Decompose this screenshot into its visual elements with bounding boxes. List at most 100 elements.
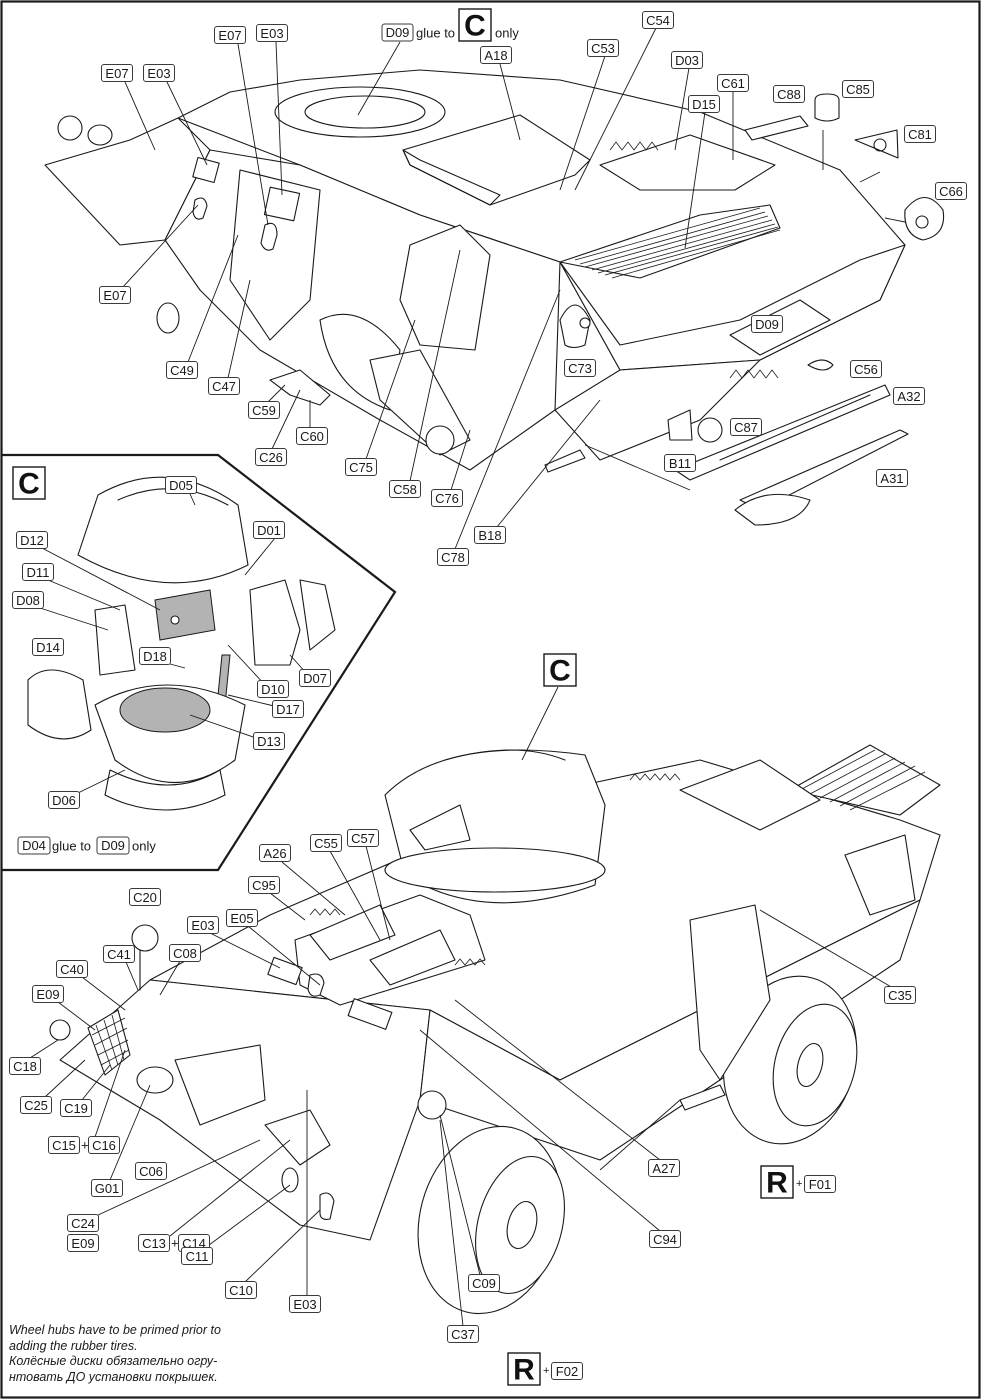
part-callout-label: C08 [173, 946, 197, 961]
part-callout-label: C18 [13, 1059, 37, 1074]
side-hatch [399, 224, 491, 351]
part-callout-c88: C88 [773, 85, 805, 103]
part-callout-c08: C08 [169, 944, 201, 962]
part-callout-label: C13 [142, 1236, 166, 1251]
part-callout-label: C95 [252, 878, 276, 893]
part-callout-e07: E07 [214, 26, 246, 44]
part-callout-label: G01 [95, 1181, 120, 1196]
spring-bottom-rear [629, 773, 681, 781]
part-callout-label: C60 [300, 429, 324, 444]
part-c56 [807, 359, 834, 371]
part-callout-c35: C35 [884, 986, 916, 1004]
note-line-en-1: Wheel hubs have to be primed prior to [9, 1323, 221, 1337]
part-callout-c57: C57 [347, 829, 379, 847]
turret-base-ring [384, 847, 606, 893]
bottom-leader-lines [29, 845, 894, 1327]
part-callout-c47: C47 [208, 377, 240, 395]
driver-hatch-frame [294, 894, 486, 1006]
part-callout-label: D17 [276, 702, 300, 717]
part-callout-d03: D03 [671, 51, 703, 69]
part-c10 [319, 1192, 335, 1220]
part-callout-d14: D14 [32, 638, 64, 656]
leader-c-turret [521, 686, 559, 761]
part-callout-d07: D07 [299, 669, 331, 687]
part-callout-label: E07 [218, 28, 241, 43]
part-callout-label: A18 [484, 48, 507, 63]
front-wheel-hub [475, 1155, 565, 1295]
part-callout-label: C73 [568, 361, 592, 376]
part-callout-c60: C60 [296, 427, 328, 445]
part-callout-label: C75 [349, 460, 373, 475]
periscope-e07-rear [192, 197, 208, 220]
part-callout-label: D14 [36, 640, 60, 655]
part-callout-label: C76 [435, 491, 459, 506]
rear-light [87, 124, 113, 146]
part-callout-label: C40 [60, 962, 84, 977]
plate-d08 [94, 604, 136, 676]
part-callout-label: C47 [212, 379, 236, 394]
part-callout-a18: A18 [480, 46, 512, 64]
part-callout-c09: C09 [468, 1274, 500, 1292]
vision-block-e03-front [267, 956, 303, 986]
wheel-marker-r: R [760, 1165, 794, 1200]
turret-rim [444, 749, 566, 761]
turret-gun-block [409, 804, 471, 851]
part-callout-label: C66 [939, 184, 963, 199]
part-callout-label: C53 [591, 41, 615, 56]
part-callout-c16: C16 [88, 1136, 120, 1154]
part-callout-d08: D08 [12, 591, 44, 609]
part-callout-c95: C95 [248, 876, 280, 894]
part-callout-label: E09 [71, 1236, 94, 1251]
part-callout-label: C49 [170, 363, 194, 378]
step-bottom [679, 1084, 726, 1111]
part-callout-label: C09 [472, 1276, 496, 1291]
part-callout-c66: C66 [935, 182, 967, 200]
spare-wheel-mount [156, 302, 180, 334]
part-c85 [814, 93, 840, 122]
svg-text:C: C [18, 468, 40, 501]
spring-d09 [729, 369, 779, 379]
part-callout-label: C58 [393, 482, 417, 497]
part-callout-c73: C73 [564, 359, 596, 377]
window-frame [299, 579, 336, 651]
spring-c94 [454, 958, 486, 966]
part-tag-d04: D04 [17, 836, 51, 855]
arrow-b18 [584, 444, 691, 491]
bracket-d12 [154, 589, 216, 641]
front-wheel-nuts [506, 1200, 538, 1250]
hull-side-front [419, 899, 921, 1161]
part-callout-c81: C81 [904, 125, 936, 143]
part-callout-e03: E03 [187, 916, 219, 934]
part-callout-e09: E09 [32, 985, 64, 1003]
svg-text:R: R [766, 1167, 788, 1200]
tow-eye-c73 [559, 304, 591, 349]
bottom-hull-drawing [49, 744, 941, 1315]
part-callout-b11: B11 [664, 454, 696, 472]
wheel-hub-note: Wheel hubs have to be primed prior to ad… [9, 1323, 289, 1385]
part-callout-c19: C19 [60, 1099, 92, 1117]
part-callout-label: C85 [846, 82, 870, 97]
disc-d13 [119, 687, 211, 733]
part-callout-label: E03 [147, 66, 170, 81]
part-callout-c53: C53 [587, 39, 619, 57]
hatch-a27 [369, 929, 456, 986]
hatch-a26 [309, 904, 396, 961]
part-callout-label: D12 [20, 533, 44, 548]
only-text: only [495, 26, 519, 41]
svg-text:R: R [513, 1354, 535, 1387]
part-callout-e07: E07 [99, 286, 131, 304]
part-callout-label: C25 [24, 1098, 48, 1113]
part-callout-label: D11 [27, 565, 50, 580]
part-callout-label: B18 [478, 528, 501, 543]
top-hull-drawing [44, 69, 945, 526]
svg-text:D09: D09 [101, 838, 125, 853]
part-callout-a26: A26 [259, 844, 291, 862]
wheel-marker-r: R [507, 1352, 541, 1387]
inset-c-frame [2, 453, 397, 872]
part-callout-label: A32 [897, 389, 920, 404]
part-c66-ring [915, 215, 929, 229]
